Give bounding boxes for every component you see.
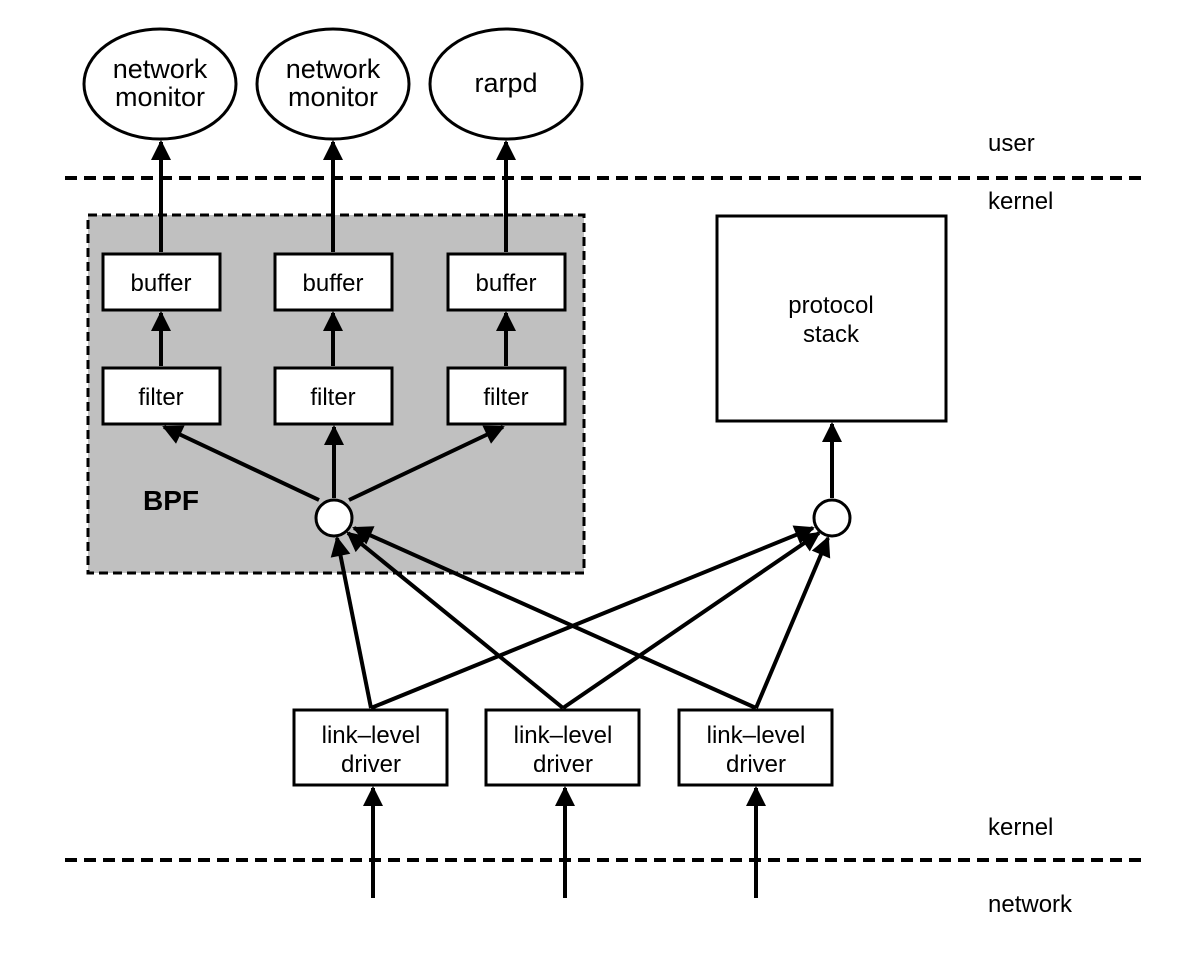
arrow-driver2-to-protocol: [561, 531, 821, 710]
process-label-line2: monitor: [115, 82, 205, 112]
arrow-junction-to-filter3: [348, 425, 505, 502]
filter-label: filter: [138, 384, 183, 411]
user-process-rarpd: rarpd: [428, 27, 584, 141]
protocol-junction: [812, 498, 852, 538]
layer-label-network: network: [988, 891, 1073, 918]
driver-label-line2: driver: [341, 751, 401, 778]
arrow-driver3-to-bpf: [352, 526, 757, 710]
filter-box-2: filter: [273, 366, 394, 426]
protocol-stack-box: protocol stack: [715, 214, 948, 423]
link-level-driver-1: link–level driver: [292, 708, 449, 787]
buffer-box-3: buffer: [446, 252, 567, 312]
filter-label: filter: [483, 384, 528, 411]
layer-label-kernel-top: kernel: [988, 188, 1053, 215]
bpf-tap-junction: [314, 498, 354, 538]
arrow-driver1-to-bpf: [330, 536, 373, 709]
filter-label: filter: [310, 384, 355, 411]
link-level-driver-2: link–level driver: [484, 708, 641, 787]
process-label-line1: network: [286, 54, 381, 84]
layer-label-user: user: [988, 130, 1035, 157]
filter-box-3: filter: [446, 366, 567, 426]
protocol-stack-line1: protocol: [788, 292, 873, 319]
driver-label-line1: link–level: [514, 722, 613, 749]
driver-label-line1: link–level: [707, 722, 806, 749]
layer-label-kernel-bottom: kernel: [988, 814, 1053, 841]
user-process-network-monitor-2: network monitor: [255, 27, 411, 141]
buffer-label: buffer: [131, 270, 192, 297]
arrow-junction-to-filter1: [162, 425, 320, 502]
arrow-driver3-to-protocol: [754, 536, 831, 709]
buffer-label: buffer: [303, 270, 364, 297]
driver-label-line2: driver: [533, 751, 593, 778]
bpf-label: BPF: [143, 485, 199, 516]
filter-box-1: filter: [101, 366, 222, 426]
driver-label-line2: driver: [726, 751, 786, 778]
buffer-box-2: buffer: [273, 252, 394, 312]
process-label-line2: monitor: [288, 82, 378, 112]
arrow-driver2-to-bpf: [346, 531, 565, 710]
buffer-label: buffer: [476, 270, 537, 297]
process-label-line1: network: [113, 54, 208, 84]
arrow-driver1-to-protocol: [370, 525, 815, 710]
protocol-stack-line2: stack: [803, 321, 860, 348]
link-level-driver-3: link–level driver: [677, 708, 834, 787]
driver-label-line1: link–level: [322, 722, 421, 749]
process-label-line1: rarpd: [474, 68, 537, 98]
buffer-box-1: buffer: [101, 252, 222, 312]
user-process-network-monitor-1: network monitor: [82, 27, 238, 141]
